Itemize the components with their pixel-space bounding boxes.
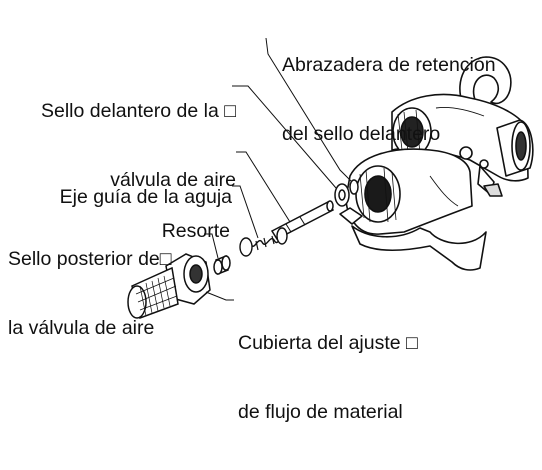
leader-front-seal-retainer [265, 37, 353, 183]
label-front-seal-retainer-line1: Abrazadera de retención [282, 54, 496, 76]
fluid-adjust-cap [127, 253, 211, 319]
diagram-artwork [127, 37, 534, 319]
label-fluid-adjust-cap: Cubierta del ajuste □ de flujo de materi… [238, 286, 418, 470]
label-front-seal-retainer-line2: del sello delantero [282, 123, 441, 145]
leader-fluid-adjust-cap [205, 291, 234, 301]
label-spring: Resorte [162, 174, 230, 289]
label-fluid-adjust-cap-line2: de flujo de material [238, 401, 403, 423]
label-front-seal-retainer: Abrazadera de retención del sello delant… [282, 8, 496, 192]
leader-rear-seal-air-valve [204, 233, 219, 259]
leader-front-seal-air-valve [232, 85, 337, 189]
front-seal-air-valve [334, 183, 350, 207]
label-front-seal-air-valve: Sello delantero de la □ válvula de aire [41, 54, 236, 238]
front-seal-retainer-ring [349, 179, 359, 195]
needle-guide-shaft [270, 200, 335, 240]
spray-gun-body [339, 56, 534, 271]
label-front-seal-air-valve-line2: válvula de aire [110, 169, 236, 191]
label-rear-seal-air-valve: Sello posterior de□ la válvula de aire [8, 202, 172, 386]
label-front-seal-air-valve-line1: Sello delantero de la □ [41, 100, 236, 122]
label-rear-seal-air-valve-line1: Sello posterior de□ [8, 248, 172, 270]
label-fluid-adjust-cap-line1: Cubierta del ajuste □ [238, 332, 418, 354]
leader-spring [232, 185, 259, 239]
leader-needle-guide-shaft [236, 151, 291, 223]
leader-lines [204, 37, 353, 301]
rear-seal-air-valve [213, 254, 231, 276]
exploded-parts-diagram: Abrazadera de retención del sello delant… [8, 8, 534, 423]
spring [239, 227, 288, 257]
label-spring-line1: Resorte [161, 220, 230, 242]
label-needle-guide-shaft-line1: Eje guía de la aguja [59, 186, 232, 208]
label-needle-guide-shaft: Eje guía de la aguja [60, 140, 232, 255]
label-rear-seal-air-valve-line2: la válvula de aire [8, 317, 155, 339]
